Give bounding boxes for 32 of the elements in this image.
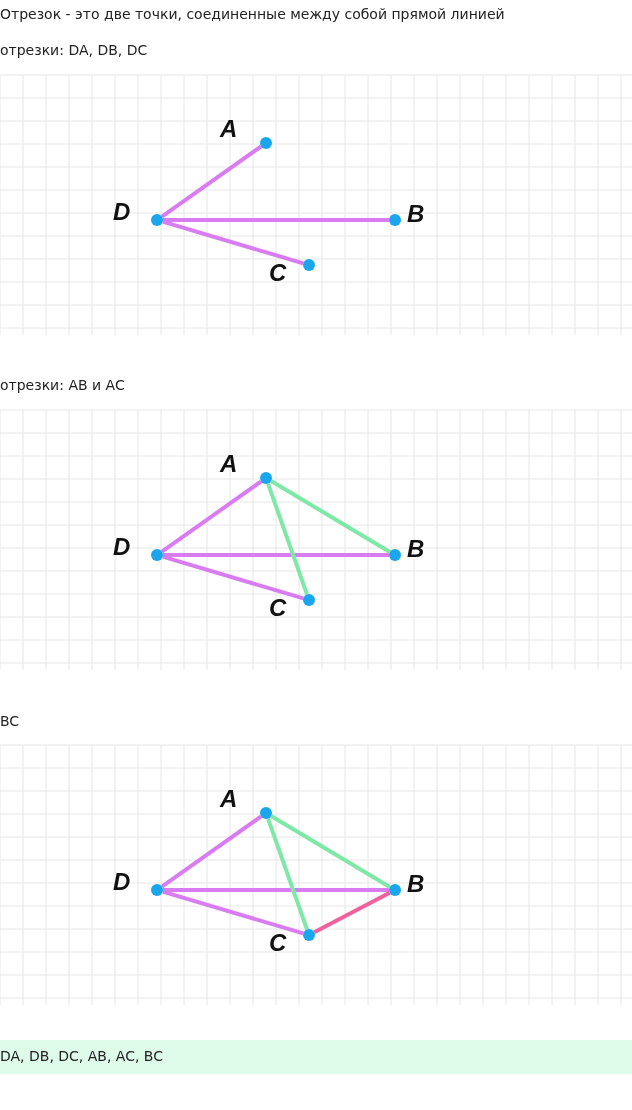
- point-label: C: [269, 261, 287, 285]
- segment-line: [163, 888, 389, 892]
- point-label: B: [407, 537, 425, 561]
- point-label: C: [269, 596, 287, 620]
- point-label: A: [220, 787, 238, 811]
- point-label: D: [113, 535, 131, 559]
- segment-line: [160, 814, 263, 889]
- segment-line: [163, 553, 389, 557]
- segment-line: [162, 554, 304, 601]
- segment-line: [162, 889, 304, 936]
- segment-line: [266, 483, 309, 595]
- point-label: B: [407, 872, 425, 896]
- answer-band: [0, 1040, 632, 1074]
- point-label: A: [220, 452, 238, 476]
- segment-line: [160, 479, 263, 554]
- text-line: Отрезок - это две точки, соединенные между собой прямой линией: [0, 6, 505, 22]
- segment-line: [162, 219, 304, 266]
- point-label: C: [269, 931, 287, 955]
- point-label: B: [407, 202, 425, 226]
- segment-line: [313, 891, 391, 934]
- point-label: D: [113, 870, 131, 894]
- answer-text: DA, DB, DC, AB, AC, BC: [0, 1048, 163, 1064]
- text-line: отрезки: DA, DB, DC: [0, 42, 148, 58]
- segment-line: [270, 814, 391, 889]
- point-label: D: [113, 200, 131, 224]
- segment-line: [163, 218, 389, 222]
- segment-line: [266, 818, 309, 930]
- segment-line: [160, 144, 263, 219]
- text-line: BC: [0, 713, 20, 729]
- segment-line: [270, 479, 391, 554]
- text-line: отрезки: AB и AC: [0, 377, 125, 393]
- point-label: A: [220, 117, 238, 141]
